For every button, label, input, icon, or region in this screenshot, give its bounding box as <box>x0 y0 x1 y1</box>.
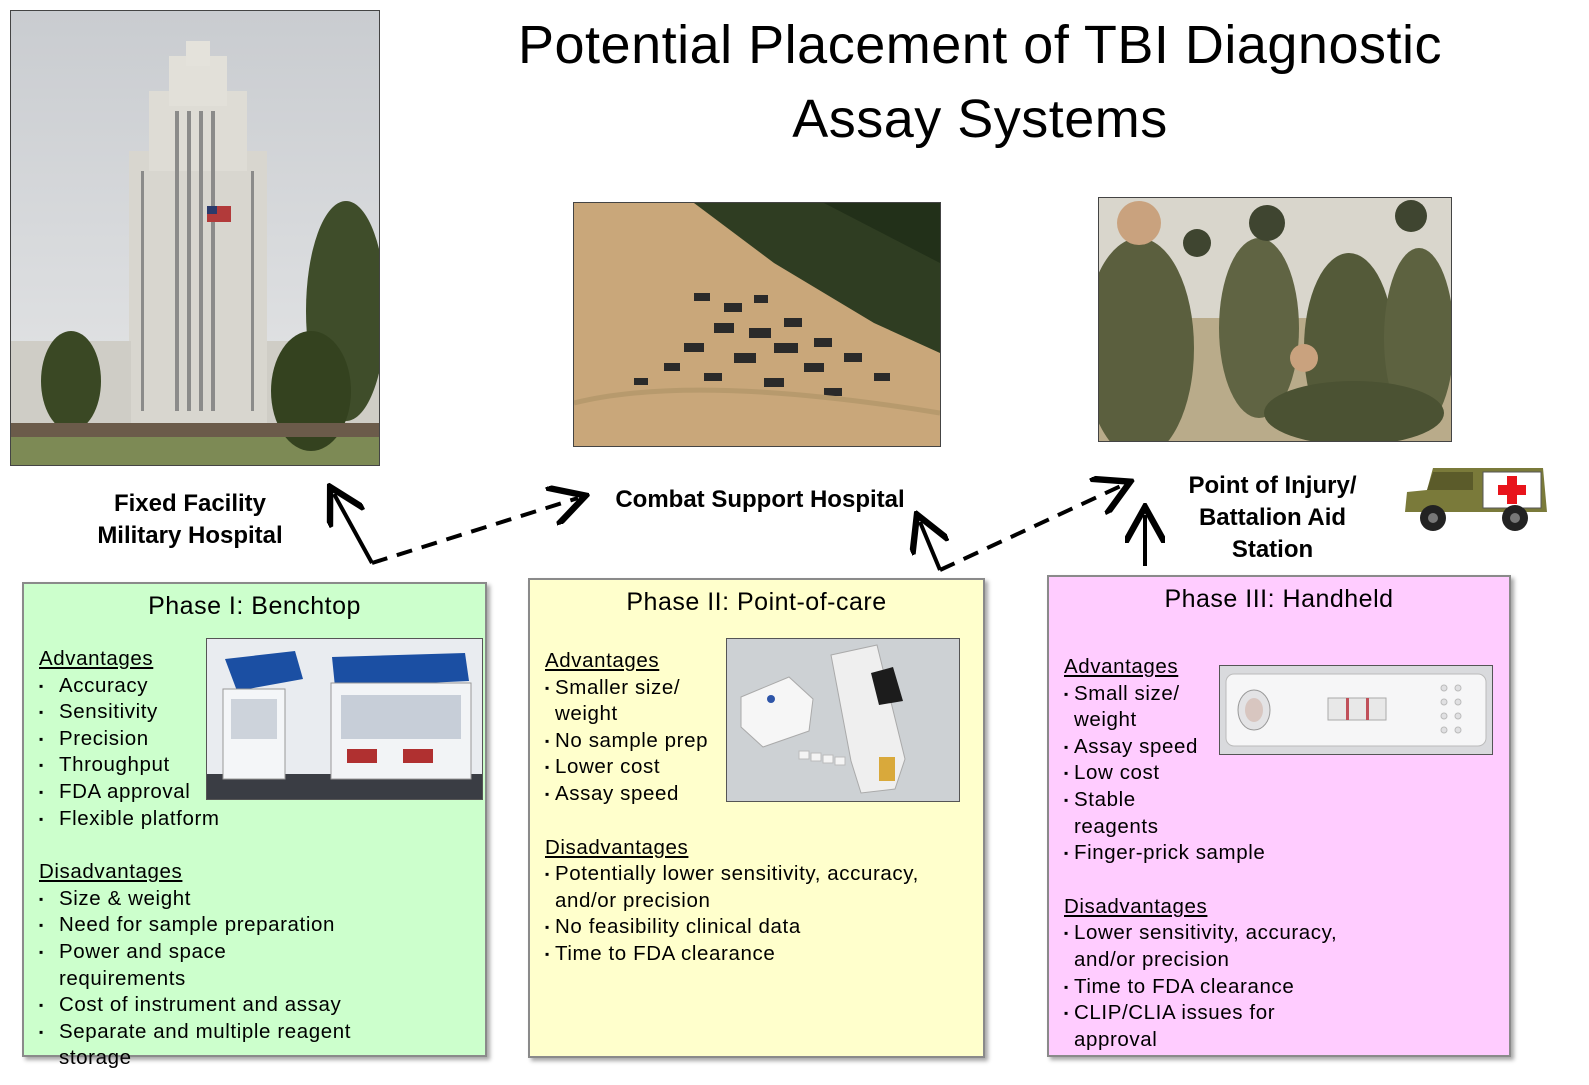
phase-2-disadvantage: Time to FDA clearance <box>545 941 955 968</box>
phase-3-advantages-heading: Advantages <box>1064 655 1179 678</box>
phase-2-disadvantage: No feasibility clinical data <box>545 914 955 941</box>
page-title: Potential Placement of TBI Diagnostic As… <box>430 8 1530 156</box>
fixed-facility-line-1: Fixed Facility <box>113 490 267 517</box>
phase-1-advantage: Throughput <box>39 752 359 779</box>
phase-2-advantage: Assay speed <box>545 781 713 808</box>
handheld-test-strip-photo <box>1219 665 1493 755</box>
phase-1-disadvantage: Need for sample preparation <box>39 912 359 939</box>
point-of-injury-photo <box>1098 197 1452 442</box>
phase-1-advantage: Sensitivity <box>39 699 359 726</box>
phase-1-benchtop-panel: Phase I: Benchtop Advantages Accuracy Se… <box>22 582 487 1069</box>
phase-2-advantage: Lower cost <box>545 754 713 781</box>
phase-2-point-of-care-panel: Phase II: Point-of-care Advantages Small… <box>528 578 985 1058</box>
point-of-injury-line-2: Battalion Aid <box>1198 504 1347 531</box>
phase-3-disadvantage: Time to FDA clearance <box>1064 974 1364 1001</box>
phase-2-lists: Advantages Smaller size/ weight No sampl… <box>545 648 955 968</box>
fixed-facility-label: Fixed Facility Military Hospital <box>60 488 320 552</box>
title-line-1: Potential Placement of TBI Diagnostic <box>518 15 1442 75</box>
phase-1-disadvantages-heading: Disadvantages <box>39 860 183 884</box>
phase-1-disadvantage: Size & weight <box>39 886 359 913</box>
point-of-injury-line-1: Point of Injury/ <box>1188 472 1357 499</box>
phase-2-disadvantage: Potentially lower sensitivity, accuracy,… <box>545 861 955 914</box>
phase-3-disadvantage: Lower sensitivity, accuracy, and/or prec… <box>1064 920 1364 973</box>
phase-2-title: Phase II: Point-of-care <box>626 588 887 616</box>
combat-support-hospital-label: Combat Support Hospital <box>590 484 930 516</box>
phase-1-lists: Advantages Accuracy Sensitivity Precisio… <box>39 646 359 1072</box>
phase-1-advantage: Flexible platform <box>39 806 359 833</box>
phase-3-advantage: Stable reagents <box>1064 787 1214 840</box>
phase-2-advantage: Smaller size/ weight <box>545 675 713 728</box>
phase-3-disadvantage: CLIP/CLIA issues for approval <box>1064 1000 1364 1053</box>
phase-3-advantage: Finger-prick sample <box>1064 840 1314 867</box>
phase-3-advantage: Small size/ weight <box>1064 681 1214 734</box>
point-of-injury-line-3: Station <box>1231 536 1314 563</box>
phase-1-title: Phase I: Benchtop <box>148 592 361 620</box>
dashed-arrow-to-point-of-injury <box>939 485 1123 572</box>
phase-1-disadvantage: Power and space requirements <box>39 939 359 992</box>
military-hospital-photo <box>10 10 380 466</box>
phase-3-lists: Advantages Small size/ weight Assay spee… <box>1064 654 1364 1053</box>
dashed-arrow-to-combat-support <box>371 498 578 565</box>
arrow-to-fixed-facility <box>334 494 374 564</box>
phase-3-advantage: Low cost <box>1064 760 1214 787</box>
phase-3-disadvantages-heading: Disadvantages <box>1064 894 1208 918</box>
phase-2-disadvantages-heading: Disadvantages <box>545 835 689 859</box>
combat-support-hospital-text: Combat Support Hospital <box>615 486 905 513</box>
phase-3-handheld-panel: Phase III: Handheld Advantages Small siz… <box>1047 575 1511 1057</box>
phase-1-advantages-heading: Advantages <box>39 647 154 670</box>
phase-1-advantage: FDA approval <box>39 779 359 806</box>
title-line-2: Assay Systems <box>792 89 1168 149</box>
phase-1-disadvantage: Cost of instrument and assay <box>39 992 359 1019</box>
ambulance-vehicle-icon <box>1403 462 1549 536</box>
phase-2-advantages-heading: Advantages <box>545 649 660 672</box>
phase-3-title: Phase III: Handheld <box>1164 585 1394 613</box>
phase-1-advantage: Accuracy <box>39 673 359 700</box>
combat-support-hospital-photo <box>573 202 941 447</box>
phase-2-advantage: No sample prep <box>545 728 713 755</box>
phase-1-advantage: Precision <box>39 726 359 753</box>
arrow-to-combat-support <box>920 522 940 571</box>
phase-3-advantage: Assay speed <box>1064 734 1214 761</box>
phase-1-disadvantage: Separate and multiple reagent storage <box>39 1019 359 1072</box>
point-of-care-device-photo <box>726 638 960 802</box>
fixed-facility-line-2: Military Hospital <box>97 522 283 549</box>
point-of-injury-label: Point of Injury/ Battalion Aid Station <box>1160 470 1385 566</box>
